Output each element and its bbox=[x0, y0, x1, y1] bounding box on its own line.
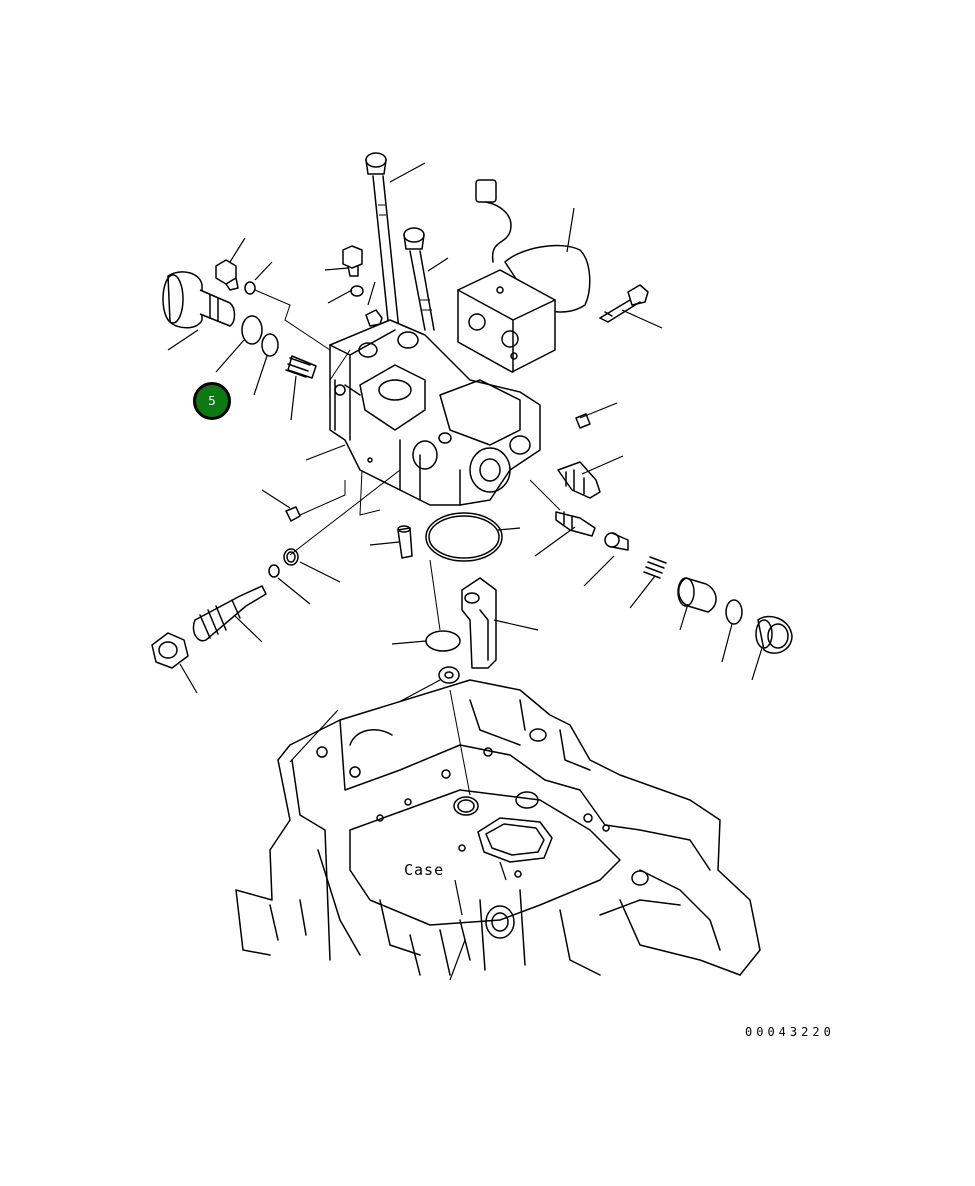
o-ring-left-b[interactable] bbox=[261, 333, 279, 357]
long-bolt-right[interactable] bbox=[403, 227, 435, 331]
long-bolt-left[interactable] bbox=[365, 152, 401, 341]
spring-left[interactable] bbox=[285, 355, 317, 379]
callout-badge-5[interactable]: 5 bbox=[193, 382, 231, 420]
spool-plug-right[interactable] bbox=[555, 511, 596, 537]
small-o-ring-mid[interactable] bbox=[350, 285, 364, 297]
o-ring-right[interactable] bbox=[725, 599, 743, 625]
o-ring-spool-a[interactable] bbox=[283, 548, 299, 566]
pressure-fitting-left[interactable] bbox=[162, 271, 236, 329]
small-o-ring-top[interactable] bbox=[244, 281, 256, 295]
o-ring-spool-b[interactable] bbox=[268, 564, 280, 578]
sensor-plug-right[interactable] bbox=[557, 461, 601, 499]
piston-pin[interactable] bbox=[604, 532, 629, 551]
spool-shaft[interactable] bbox=[192, 585, 267, 642]
solenoid-valve[interactable] bbox=[457, 179, 591, 373]
small-bolt-top[interactable] bbox=[342, 245, 363, 277]
center-lines bbox=[254, 289, 561, 796]
small-plug-mid[interactable] bbox=[365, 309, 383, 327]
small-plug-left[interactable] bbox=[215, 259, 239, 291]
washer-lower[interactable] bbox=[438, 666, 460, 684]
pump-case bbox=[235, 679, 761, 976]
drawing-number: 00043220 bbox=[745, 1025, 835, 1039]
large-o-ring[interactable] bbox=[425, 512, 503, 562]
dowel-pin[interactable] bbox=[397, 525, 413, 559]
lever-arm[interactable] bbox=[461, 577, 497, 669]
small-spring-right[interactable] bbox=[643, 556, 667, 579]
o-ring-lower[interactable] bbox=[425, 630, 461, 652]
hex-nut-left[interactable] bbox=[151, 632, 189, 669]
valve-body[interactable] bbox=[329, 319, 541, 506]
case-label: Case bbox=[404, 861, 445, 879]
end-plug-right[interactable] bbox=[755, 615, 793, 654]
piston-cylinder[interactable] bbox=[677, 577, 717, 613]
leader-lines bbox=[167, 162, 763, 981]
small-bolt-lower-left[interactable] bbox=[285, 506, 301, 522]
mounting-bolt-right[interactable] bbox=[599, 284, 649, 323]
o-ring-left-a[interactable] bbox=[241, 315, 263, 345]
small-plug-right[interactable] bbox=[575, 413, 591, 429]
